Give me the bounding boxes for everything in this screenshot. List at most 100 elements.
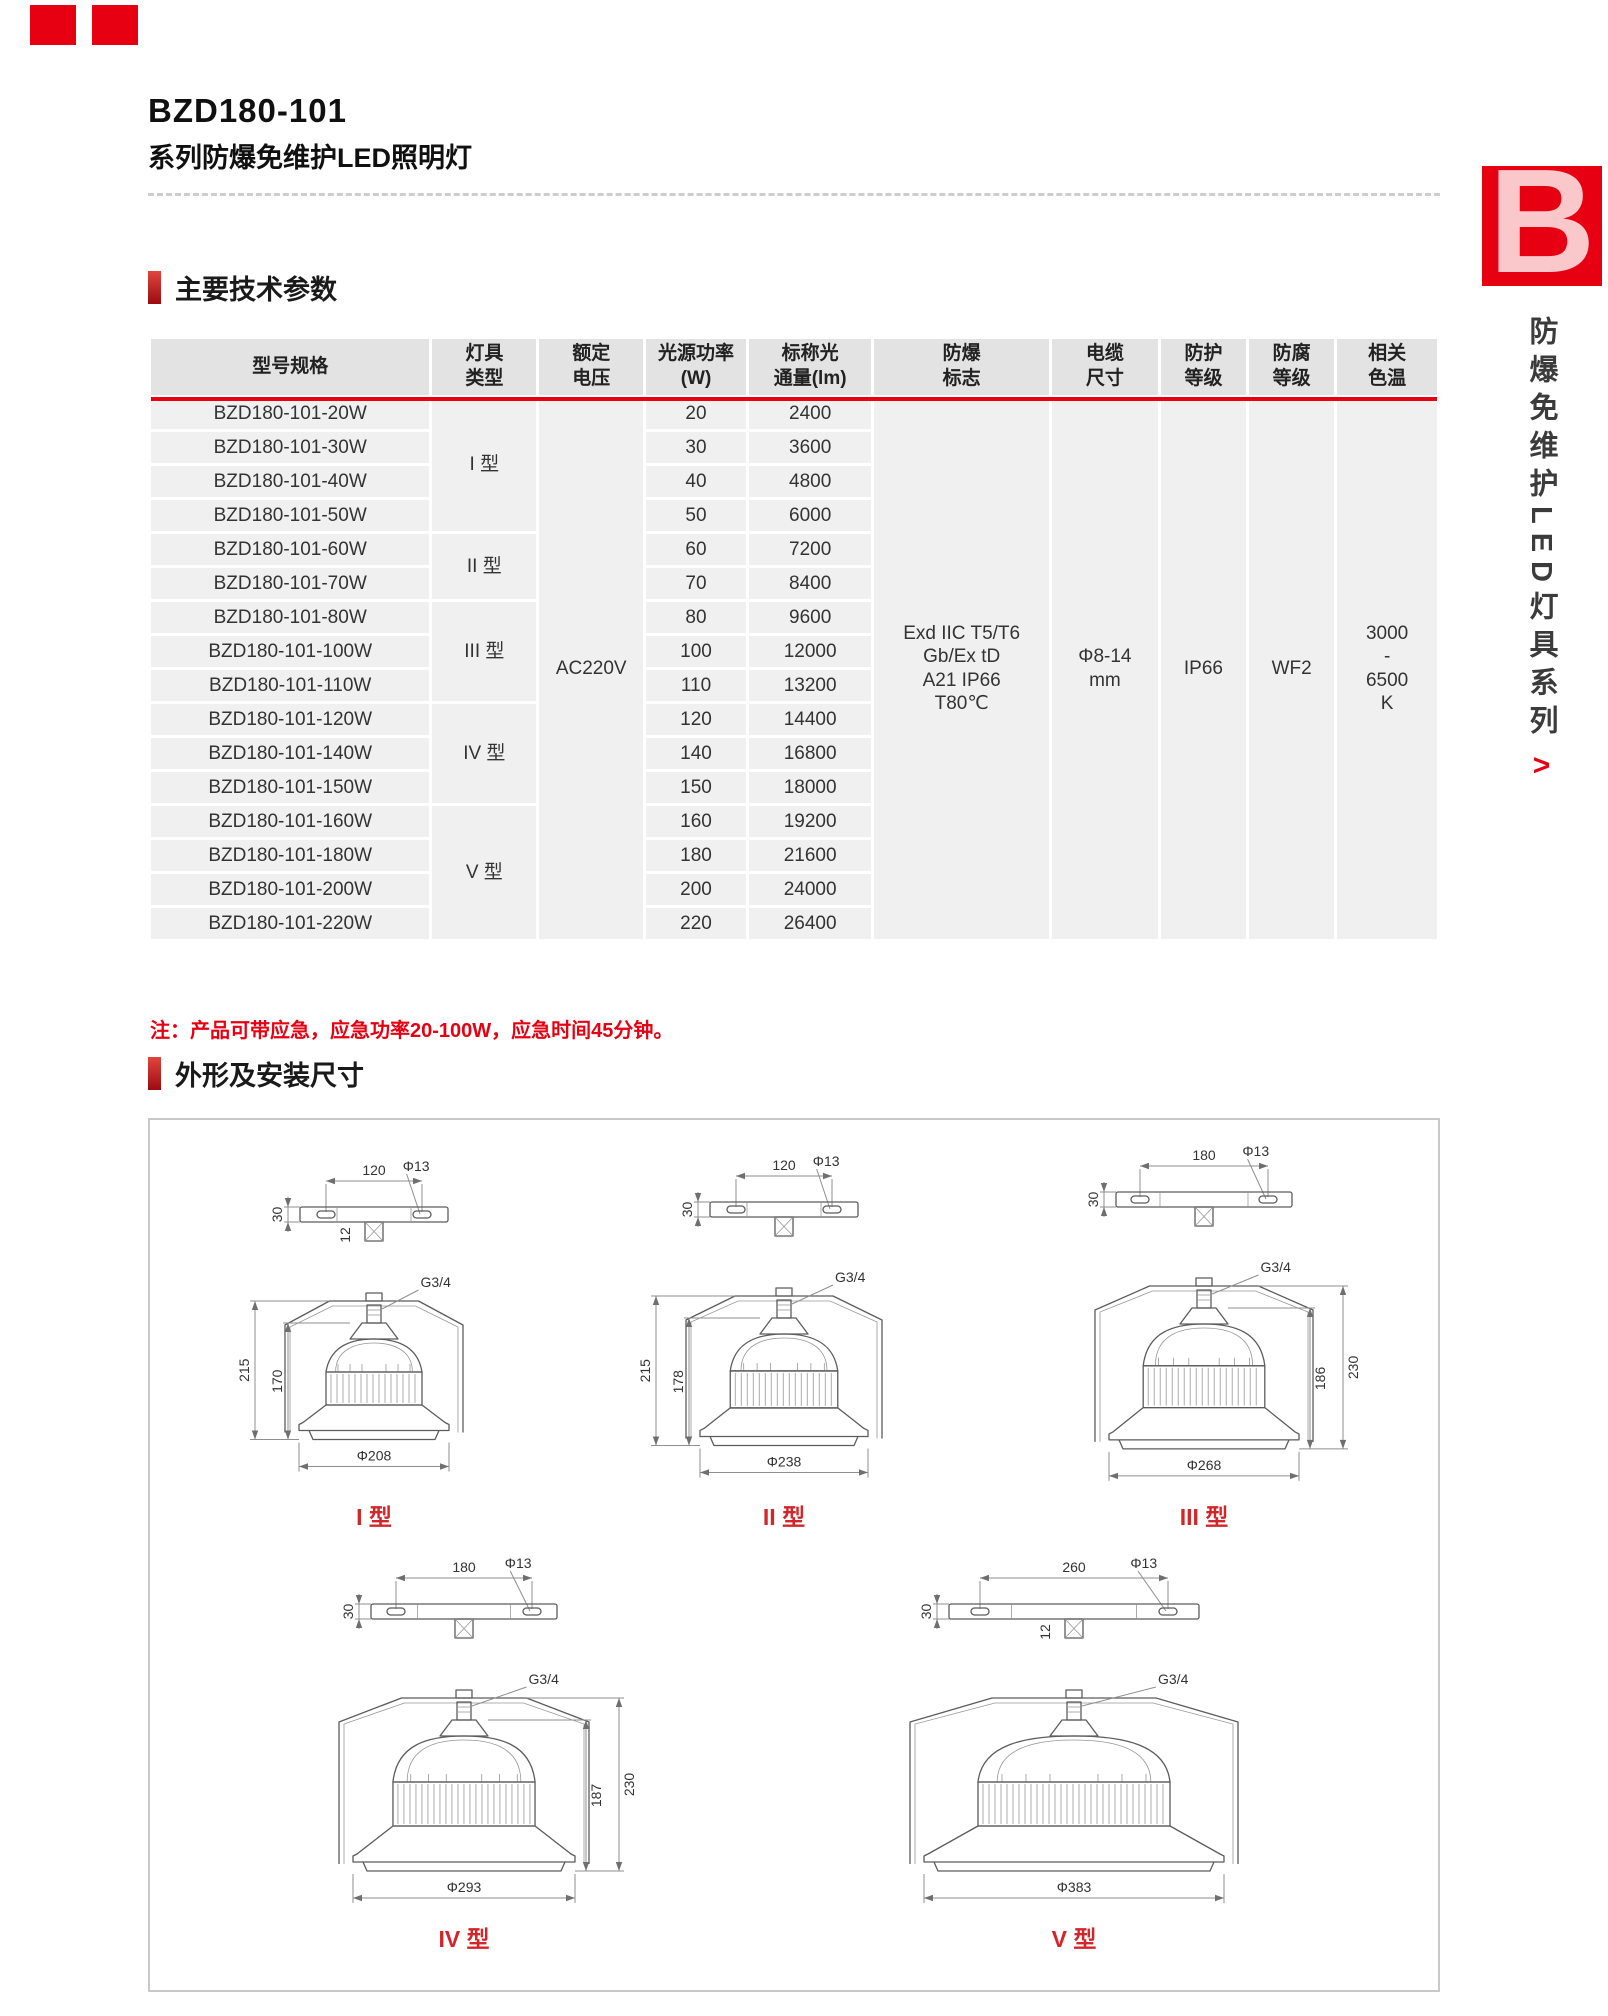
column-header: 标称光通量(lm) [748, 339, 872, 395]
svg-text:178: 178 [670, 1370, 686, 1394]
sidebar-series-text: 防爆免维护LED灯具系列 [1525, 316, 1557, 743]
model-cell: BZD180-101-180W [151, 840, 430, 871]
column-header: 防护等级 [1160, 339, 1247, 395]
model-cell: BZD180-101-40W [151, 466, 430, 497]
flux-cell: 18000 [748, 772, 872, 803]
sidebar-series-label: 防爆免维护LED灯具系列> [1520, 316, 1562, 782]
flux-cell: 6000 [748, 500, 872, 531]
model-cell: BZD180-101-140W [151, 738, 430, 769]
svg-text:30: 30 [269, 1207, 285, 1223]
power-cell: 140 [646, 738, 746, 769]
model-cell: BZD180-101-100W [151, 636, 430, 667]
model-cell: BZD180-101-20W [151, 398, 430, 429]
lamp-type-cell: III 型 [432, 602, 537, 701]
svg-text:12: 12 [1037, 1624, 1053, 1640]
section-title-dimensions: 外形及安装尺寸 [175, 1061, 364, 1091]
power-cell: 110 [646, 670, 746, 701]
svg-text:Φ13: Φ13 [403, 1158, 430, 1174]
voltage-cell: AC220V [539, 398, 644, 939]
section-header-dimensions: 外形及安装尺寸 [148, 1054, 1440, 1093]
section-title-specs: 主要技术参数 [175, 275, 337, 305]
power-cell: 80 [646, 602, 746, 633]
power-cell: 120 [646, 704, 746, 735]
flux-cell: 4800 [748, 466, 872, 497]
table-header-row: 型号规格灯具类型额定电压光源功率(W)标称光通量(lm)防爆标志电缆尺寸防护等级… [151, 339, 1437, 395]
svg-text:G3/4: G3/4 [1158, 1671, 1189, 1687]
model-cell: BZD180-101-220W [151, 908, 430, 939]
lamp-type-cell: V 型 [432, 806, 537, 939]
svg-text:Φ13: Φ13 [813, 1153, 840, 1169]
model-cell: BZD180-101-70W [151, 568, 430, 599]
svg-text:120: 120 [362, 1162, 386, 1178]
svg-text:260: 260 [1062, 1559, 1086, 1575]
svg-text:180: 180 [1192, 1147, 1216, 1163]
power-cell: 20 [646, 398, 746, 429]
model-cell: BZD180-101-200W [151, 874, 430, 905]
model-cell: BZD180-101-120W [151, 704, 430, 735]
column-header: 电缆尺寸 [1051, 339, 1158, 395]
column-header: 额定电压 [539, 339, 644, 395]
power-cell: 30 [646, 432, 746, 463]
power-cell: 70 [646, 568, 746, 599]
sidebar-letter-block: B [1482, 166, 1602, 286]
svg-text:G3/4: G3/4 [421, 1274, 452, 1290]
page-subtitle: 系列防爆免维护LED照明灯 [148, 143, 472, 173]
flux-cell: 24000 [748, 874, 872, 905]
flux-cell: 19200 [748, 806, 872, 837]
svg-text:30: 30 [918, 1604, 934, 1620]
flux-cell: 26400 [748, 908, 872, 939]
svg-text:215: 215 [637, 1359, 653, 1383]
protection-cell: IP66 [1160, 398, 1247, 939]
power-cell: 50 [646, 500, 746, 531]
emergency-note: 注：产品可带应急，应急功率20-100W，应急时间45分钟。 [150, 1020, 674, 1042]
svg-text:Φ383: Φ383 [1057, 1879, 1092, 1895]
flux-cell: 14400 [748, 704, 872, 735]
table-header-red-rule [151, 397, 1437, 401]
flux-cell: 8400 [748, 568, 872, 599]
svg-text:230: 230 [621, 1773, 637, 1797]
model-cell: BZD180-101-30W [151, 432, 430, 463]
svg-text:Φ13: Φ13 [505, 1555, 532, 1571]
drawing-type-label: III 型 [1179, 1504, 1229, 1530]
flux-cell: 2400 [748, 398, 872, 429]
flux-cell: 13200 [748, 670, 872, 701]
flux-cell: 16800 [748, 738, 872, 769]
section-accent-bar [148, 1057, 161, 1090]
anti-corrosion-cell: WF2 [1249, 398, 1335, 939]
svg-text:Φ293: Φ293 [447, 1879, 482, 1895]
power-cell: 180 [646, 840, 746, 871]
drawing-type-label: IV 型 [438, 1926, 490, 1952]
model-cell: BZD180-101-80W [151, 602, 430, 633]
svg-text:12: 12 [337, 1227, 353, 1243]
svg-text:G3/4: G3/4 [835, 1269, 866, 1285]
model-cell: BZD180-101-160W [151, 806, 430, 837]
svg-text:120: 120 [772, 1157, 796, 1173]
model-cell: BZD180-101-110W [151, 670, 430, 701]
svg-text:Φ268: Φ268 [1187, 1457, 1222, 1473]
lamp-type-cell: I 型 [432, 398, 537, 531]
power-cell: 160 [646, 806, 746, 837]
corner-decoration [30, 5, 138, 45]
svg-text:30: 30 [679, 1202, 695, 1218]
flux-cell: 7200 [748, 534, 872, 565]
